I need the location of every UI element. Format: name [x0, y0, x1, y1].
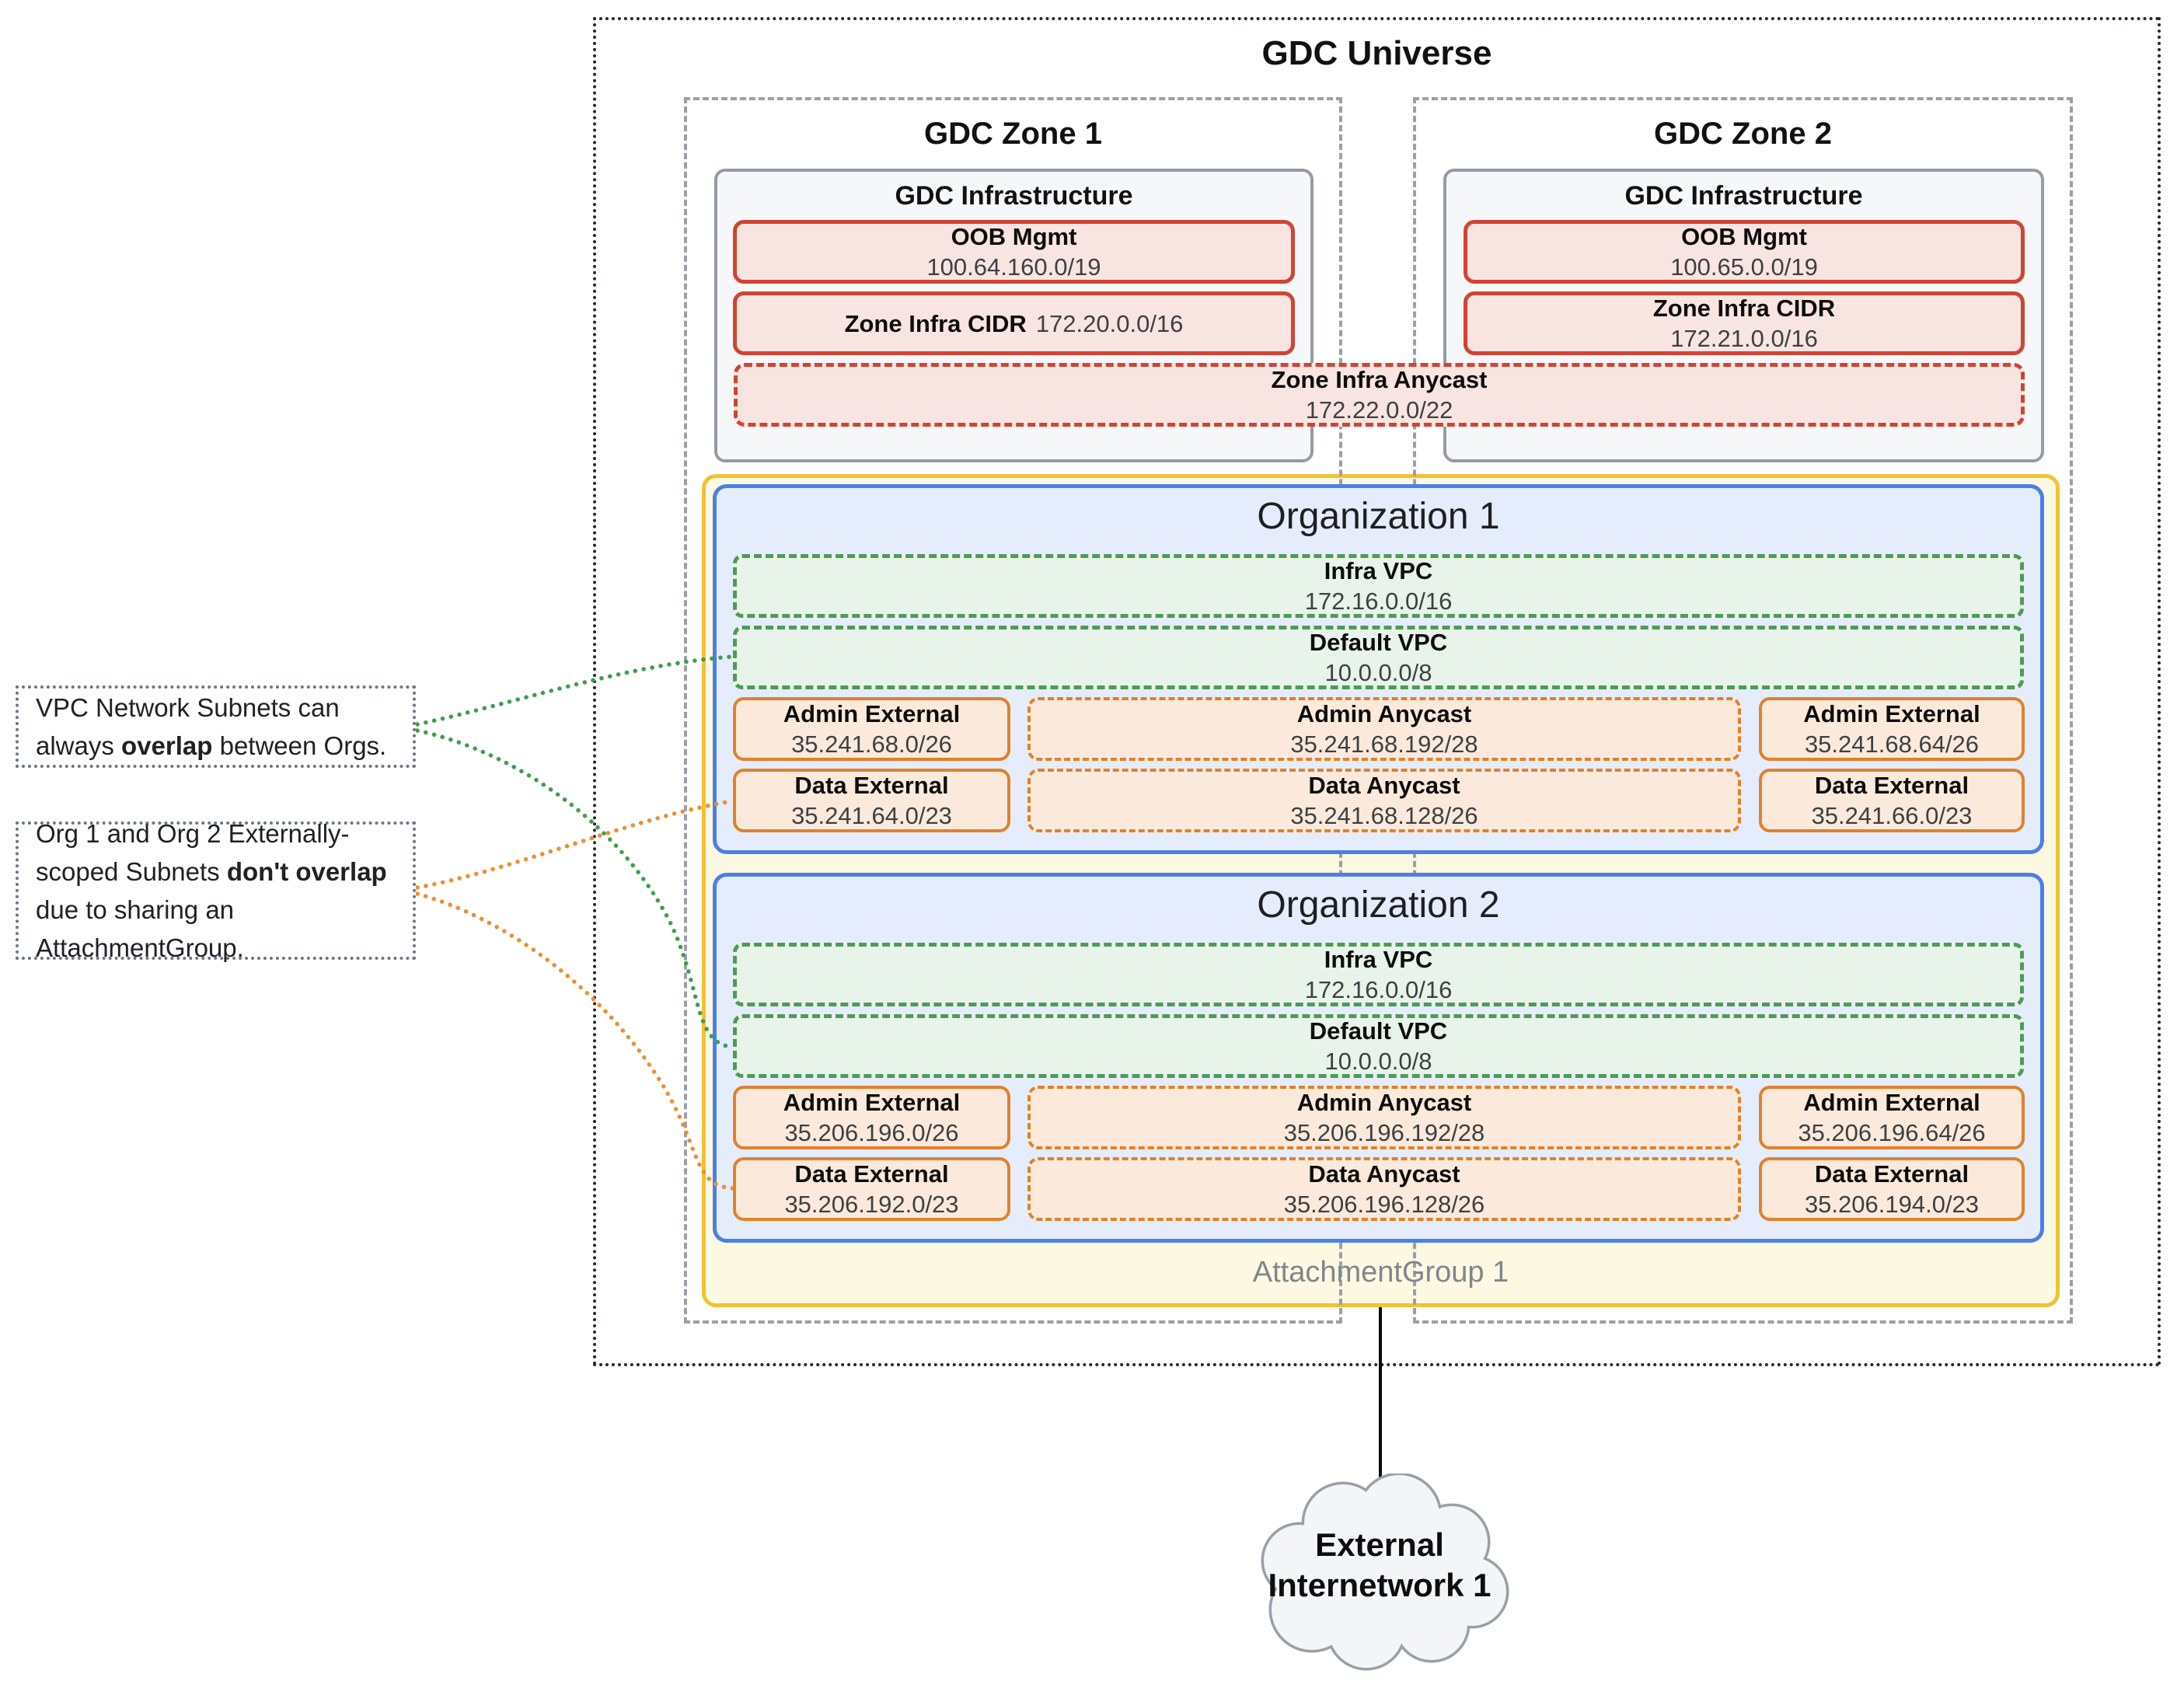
gdc-zone2-title: GDC Zone 2 [1654, 117, 1832, 151]
vpc-label: Default VPC [1309, 1017, 1448, 1045]
org1-data-external-zone1-box: Data External 35.241.64.0/23 [733, 769, 1010, 832]
vpc-cidr: 172.16.0.0/16 [1304, 588, 1453, 615]
subnet-label: Admin External [783, 700, 961, 727]
subnet-label: Admin External [1803, 700, 1980, 727]
subnet-label: Data Anycast [1308, 1160, 1460, 1188]
vpc-label: Infra VPC [1324, 557, 1433, 584]
subnet-label: Admin Anycast [1296, 1089, 1472, 1116]
org2-default-vpc-box: Default VPC 10.0.0.0/8 [733, 1014, 2024, 1078]
subnet-label: OOB Mgmt [951, 223, 1077, 250]
annotation-no-overlap-text: Org 1 and Org 2 Externally-scoped Subnet… [36, 819, 387, 962]
subnet-label: Data External [1814, 1160, 1969, 1188]
zone-infra-anycast-box: Zone Infra Anycast 172.22.0.0/22 [734, 363, 2025, 427]
org2-admin-external-zone1-box: Admin External 35.206.196.0/26 [733, 1086, 1010, 1149]
subnet-cidr: 35.206.196.0/26 [784, 1119, 959, 1146]
subnet-label: Zone Infra CIDR [844, 309, 1027, 337]
attachment-to-cloud-line [1379, 1307, 1382, 1488]
subnet-cidr: 35.206.196.192/28 [1283, 1119, 1485, 1146]
subnet-label: Zone Infra CIDR [1652, 295, 1836, 322]
vpc-cidr: 10.0.0.0/8 [1324, 659, 1432, 686]
subnet-cidr: 172.21.0.0/16 [1670, 325, 1818, 352]
subnet-label: Zone Infra Anycast [1271, 366, 1488, 393]
vpc-label: Infra VPC [1324, 946, 1433, 973]
org1-data-external-zone2-box: Data External 35.241.66.0/23 [1759, 769, 2025, 832]
annotation-overlap-note: VPC Network Subnets can always overlap b… [16, 685, 416, 768]
external-internetwork-label: External Internetwork 1 [1244, 1525, 1516, 1606]
organization1-title: Organization 1 [1257, 496, 1500, 537]
organization2-title: Organization 2 [1257, 884, 1500, 926]
subnet-cidr: 35.206.192.0/23 [784, 1191, 959, 1218]
subnet-cidr: 35.206.194.0/23 [1804, 1191, 1980, 1218]
gdc-zone1-title: GDC Zone 1 [924, 117, 1102, 151]
external-internetwork-label-line1: External [1315, 1526, 1444, 1563]
org2-data-external-zone1-box: Data External 35.206.192.0/23 [733, 1157, 1010, 1221]
subnet-label: Admin Anycast [1296, 700, 1472, 727]
subnet-label: Data External [1814, 772, 1969, 799]
org1-default-vpc-box: Default VPC 10.0.0.0/8 [733, 626, 2024, 689]
org1-data-anycast-box: Data Anycast 35.241.68.128/26 [1027, 769, 1741, 832]
vpc-cidr: 172.16.0.0/16 [1304, 976, 1453, 1003]
org2-admin-anycast-box: Admin Anycast 35.206.196.192/28 [1027, 1086, 1741, 1149]
zone1-infrastructure-title: GDC Infrastructure [895, 181, 1133, 211]
subnet-cidr: 100.65.0.0/19 [1670, 253, 1818, 281]
subnet-label: Admin External [1803, 1089, 1980, 1116]
subnet-cidr: 35.241.68.0/26 [791, 731, 952, 758]
subnet-cidr: 35.206.196.64/26 [1798, 1119, 1986, 1146]
subnet-cidr: 172.20.0.0/16 [1035, 309, 1184, 337]
subnet-cidr: 35.241.68.192/28 [1290, 731, 1478, 758]
annotation-no-overlap-note: Org 1 and Org 2 Externally-scoped Subnet… [16, 819, 416, 962]
vpc-cidr: 10.0.0.0/8 [1324, 1048, 1432, 1075]
org1-admin-external-zone1-box: Admin External 35.241.68.0/26 [733, 697, 1010, 761]
subnet-cidr: 172.22.0.0/22 [1305, 396, 1453, 424]
org2-data-anycast-box: Data Anycast 35.206.196.128/26 [1027, 1157, 1741, 1221]
subnet-label: OOB Mgmt [1681, 223, 1807, 250]
org1-admin-anycast-box: Admin Anycast 35.241.68.192/28 [1027, 697, 1741, 761]
subnet-label: Data External [794, 1160, 949, 1188]
subnet-label: Data External [794, 772, 949, 799]
zone2-infrastructure-title: GDC Infrastructure [1624, 181, 1863, 211]
subnet-cidr: 35.241.66.0/23 [1811, 802, 1973, 829]
org1-infra-vpc-box: Infra VPC 172.16.0.0/16 [733, 554, 2024, 618]
subnet-cidr: 100.64.160.0/19 [926, 253, 1101, 281]
zone1-oob-mgmt-box: OOB Mgmt 100.64.160.0/19 [733, 220, 1295, 284]
zone1-infra-cidr-box: Zone Infra CIDR 172.20.0.0/16 [733, 291, 1295, 355]
subnet-cidr: 35.241.68.64/26 [1804, 731, 1980, 758]
org2-admin-external-zone2-box: Admin External 35.206.196.64/26 [1759, 1086, 2025, 1149]
zone2-oob-mgmt-box: OOB Mgmt 100.65.0.0/19 [1464, 220, 2025, 284]
zone2-infra-cidr-box: Zone Infra CIDR 172.21.0.0/16 [1464, 291, 2025, 355]
external-internetwork-label-line2: Internetwork 1 [1268, 1567, 1491, 1603]
annotation-overlap-text: VPC Network Subnets can always overlap b… [36, 693, 387, 760]
attachment-group-label: AttachmentGroup 1 [1252, 1256, 1509, 1289]
org2-data-external-zone2-box: Data External 35.206.194.0/23 [1759, 1157, 2025, 1221]
org2-infra-vpc-box: Infra VPC 172.16.0.0/16 [733, 943, 2024, 1006]
org1-admin-external-zone2-box: Admin External 35.241.68.64/26 [1759, 697, 2025, 761]
vpc-label: Default VPC [1309, 629, 1448, 656]
subnet-cidr: 35.241.68.128/26 [1290, 802, 1478, 829]
subnet-cidr: 35.206.196.128/26 [1283, 1191, 1485, 1218]
subnet-cidr: 35.241.64.0/23 [791, 802, 952, 829]
gdc-universe-title: GDC Universe [1261, 34, 1492, 72]
external-internetwork-cloud-icon [1261, 1474, 1509, 1671]
subnet-label: Admin External [783, 1089, 961, 1116]
subnet-label: Data Anycast [1308, 772, 1460, 799]
